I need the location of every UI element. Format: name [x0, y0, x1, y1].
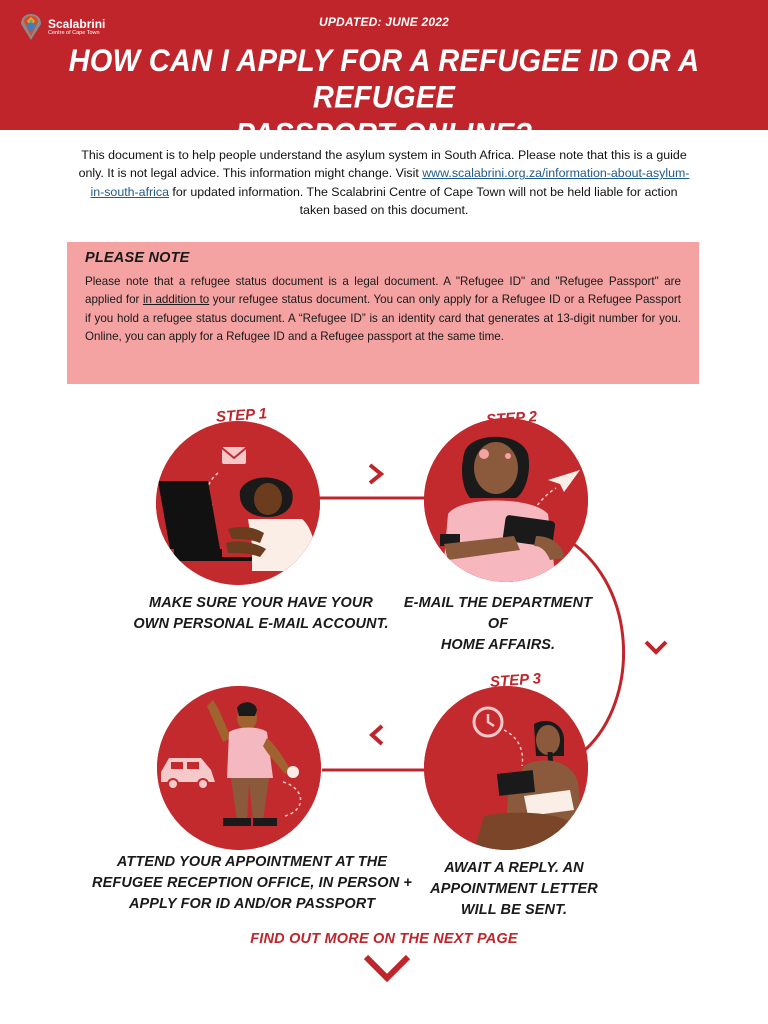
scalabrini-logo[interactable]: Scalabrini Centre of Cape Town — [18, 12, 105, 42]
chevron-right-icon — [368, 463, 385, 485]
title-line-1: HOW CAN I APPLY FOR A REFUGEE ID OR A RE… — [68, 44, 700, 116]
step-2-caption: E-MAIL THE DEPARTMENT OF HOME AFFAIRS. — [392, 593, 604, 656]
chevron-left-icon — [369, 724, 384, 746]
step-2-illustration — [424, 418, 588, 582]
note-body-part-2: your refugee status document. You can on… — [85, 293, 681, 343]
chevron-down-icon — [644, 640, 668, 655]
envelope-icon — [222, 447, 246, 464]
please-note-box: PLEASE NOTE Please note that a refugee s… — [67, 242, 699, 384]
step-4-caption-line-3: APPLY FOR ID AND/OR PASSPORT — [128, 896, 376, 912]
asylum-info-link[interactable]: www.scalabrini.org.za/information-about-… — [90, 166, 690, 199]
next-page-prompt: FIND OUT MORE ON THE NEXT PAGE — [250, 931, 518, 947]
note-underlined-text: in addition to — [142, 293, 210, 307]
step-3-caption-line-3: WILL BE SENT. — [460, 902, 568, 918]
step-1-illustration — [156, 421, 320, 585]
step-1-caption: MAKE SURE YOUR HAVE YOUR OWN PERSONAL E-… — [120, 593, 402, 635]
chevron-down-large-icon — [363, 954, 411, 983]
header-banner: Scalabrini Centre of Cape Town UPDATED: … — [0, 0, 768, 152]
paper-plane-icon — [548, 470, 580, 492]
step-1-caption-line-1: MAKE SURE YOUR HAVE YOUR — [149, 595, 373, 611]
note-body-part-1: Please note that a refugee status docume… — [85, 275, 681, 307]
updated-date: UPDATED: JUNE 2022 — [318, 15, 450, 29]
intro-paragraph: This document is to help people understa… — [78, 146, 690, 220]
intro-text-after-link: for updated information. The Scalabrini … — [168, 184, 678, 218]
clock-icon — [472, 706, 504, 738]
step-1-caption-line-2: OWN PERSONAL E-MAIL ACCOUNT. — [133, 616, 389, 632]
scalabrini-logo-icon — [21, 14, 41, 40]
step-3-caption-line-1: AWAIT A REPLY. AN — [444, 860, 584, 876]
note-title: PLEASE NOTE — [85, 250, 190, 266]
step-3-illustration — [424, 686, 588, 850]
step-2-caption-line-2: HOME AFFAIRS. — [440, 637, 556, 653]
step-3-caption-line-2: APPOINTMENT LETTER — [430, 881, 598, 897]
page-title: HOW CAN I APPLY FOR A REFUGEE ID OR A RE… — [40, 43, 728, 153]
note-body: Please note that a refugee status docume… — [85, 273, 681, 346]
intro-text-before-link: This document is to help people understa… — [78, 148, 687, 181]
step-2-caption-line-1: E-MAIL THE DEPARTMENT OF — [403, 595, 593, 632]
step-3-caption: AWAIT A REPLY. AN APPOINTMENT LETTER WIL… — [424, 858, 604, 921]
title-line-2: PASSPORT ONLINE? — [235, 117, 533, 152]
logo-subtitle: Centre of Cape Town — [48, 29, 100, 36]
step-4-caption: ATTEND YOUR APPOINTMENT AT THE REFUGEE R… — [66, 852, 438, 915]
step-4-caption-line-2: REFUGEE RECEPTION OFFICE, IN PERSON + — [92, 875, 412, 891]
step-4-caption-line-1: ATTEND YOUR APPOINTMENT AT THE — [116, 854, 388, 870]
step-4-illustration — [157, 686, 321, 850]
logo-name: Scalabrini — [48, 16, 106, 31]
